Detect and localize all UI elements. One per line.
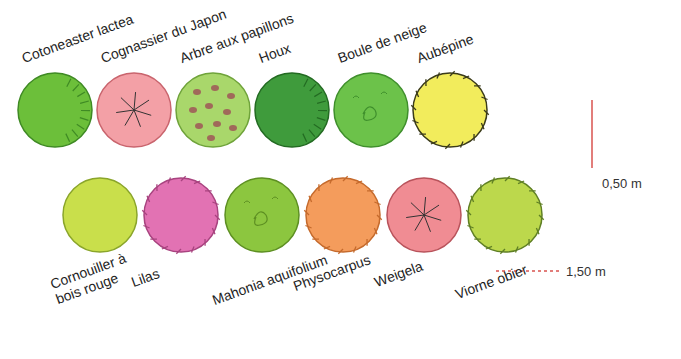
shrub-crown xyxy=(255,73,329,147)
shrub-symbol xyxy=(17,72,93,148)
shrub-texture xyxy=(66,79,90,142)
shrub-texture xyxy=(189,85,237,141)
shrub-texture xyxy=(411,71,488,148)
shrub-texture xyxy=(353,92,387,120)
shrub-symbol xyxy=(175,72,251,148)
shrub-circle: Viorne obier xyxy=(467,177,543,253)
shrub-symbol xyxy=(333,72,409,148)
shrub-circle: Physocarpus xyxy=(305,177,381,253)
dimension-label: 0,50 m xyxy=(602,176,642,191)
shrub-crown xyxy=(144,178,218,252)
plant-name: Houx xyxy=(257,40,293,66)
shrub-circle: Cotoneaster lactea xyxy=(17,72,93,148)
shrub-crown xyxy=(97,73,171,147)
shrub-circle: Aubépine xyxy=(412,72,488,148)
shrub-symbol xyxy=(224,177,300,253)
shrub-texture xyxy=(142,176,219,253)
shrub-crown xyxy=(176,73,250,147)
shrub-crown xyxy=(334,73,408,147)
shrub-texture xyxy=(244,197,278,225)
plant-name: Boule de neige xyxy=(336,19,429,66)
shrub-crown xyxy=(413,73,487,147)
shrub-circle: Houx xyxy=(254,72,330,148)
dimension-label: 1,50 m xyxy=(566,264,606,279)
shrub-texture xyxy=(116,92,151,127)
shrub-symbol xyxy=(96,72,172,148)
shrub-crown xyxy=(63,178,137,252)
shrub-crown xyxy=(225,178,299,252)
shrub-circle: Boule de neige xyxy=(333,72,409,148)
plant-name: Lilas xyxy=(129,265,162,290)
plant-name: Aubépine xyxy=(415,31,476,66)
shrub-symbol xyxy=(412,72,488,148)
shrub-texture xyxy=(303,79,327,142)
shrub-circle: Cognassier du Japon xyxy=(96,72,172,148)
shrub-crown xyxy=(18,73,92,147)
shrub-circle: Arbre aux papillons xyxy=(175,72,251,148)
shrub-symbol xyxy=(143,177,219,253)
shrub-crown xyxy=(387,178,461,252)
shrub-circle: Lilas xyxy=(143,177,219,253)
shrub-circle: Weigela xyxy=(386,177,462,253)
shrub-crown xyxy=(468,178,542,252)
plant-name: Weigela xyxy=(372,258,425,290)
shrub-texture xyxy=(466,176,543,253)
shrub-symbol xyxy=(254,72,330,148)
shrub-texture xyxy=(304,176,381,253)
shrub-texture xyxy=(406,197,441,232)
shrub-crown xyxy=(306,178,380,252)
shrub-circle: Mahonia aquifolium xyxy=(224,177,300,253)
shrub-symbol xyxy=(305,177,381,253)
shrub-symbol xyxy=(386,177,462,253)
vertical-scale-bar xyxy=(591,100,593,168)
shrub-circle: Cornouiller à bois rouge xyxy=(62,177,138,253)
shrub-symbol xyxy=(62,177,138,253)
plant-name: Viorne obier xyxy=(453,261,529,302)
shrub-symbol xyxy=(467,177,543,253)
